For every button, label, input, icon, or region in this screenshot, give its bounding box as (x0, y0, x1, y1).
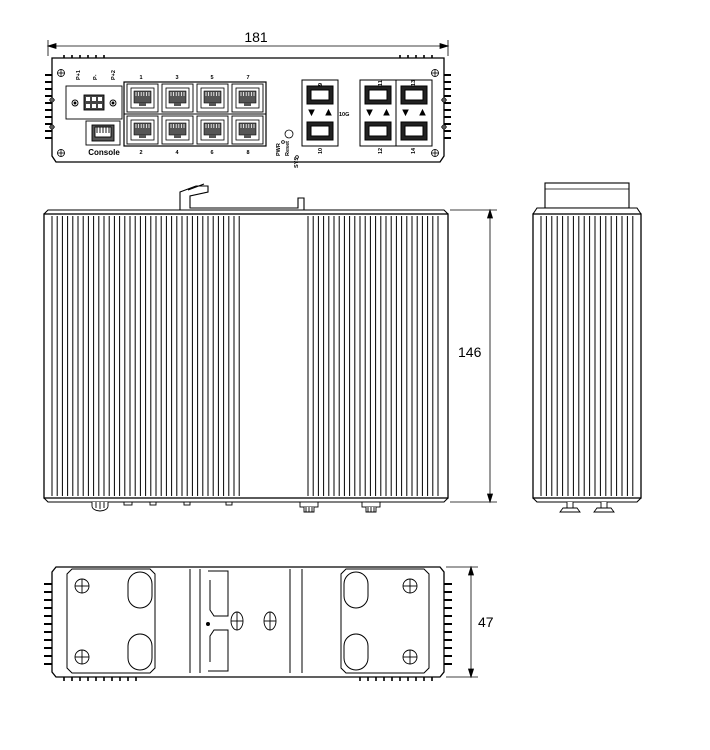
sfp-label-13: 13 (411, 80, 417, 86)
panel-fins-left (45, 74, 52, 139)
console-port (85, 120, 121, 146)
rj45-port (161, 115, 194, 145)
rj45-port (161, 83, 194, 113)
sfp-label-14: 14 (411, 147, 417, 154)
side-fins (51, 216, 439, 496)
sfp-label-11: 11 (378, 80, 384, 86)
depth-label: 47 (478, 614, 494, 630)
sys-label: SYS (294, 157, 300, 168)
side-bottom-rim (43, 497, 449, 503)
width-label: 181 (244, 29, 268, 45)
end-view (532, 182, 642, 513)
panel-fins-top (63, 55, 433, 58)
rj45-port (231, 83, 264, 113)
power-label-pminus: P- (93, 74, 99, 80)
rj45-label-8: 8 (246, 150, 249, 156)
depth-dimension (446, 565, 478, 679)
rj45-ports (126, 83, 264, 145)
end-bottom-rim (532, 497, 642, 503)
power-label-p1: P+1 (76, 70, 82, 80)
rj45-label-6: 6 (210, 150, 213, 156)
side-bottom-connectors (91, 501, 381, 513)
sfp-10g-label: 10G (339, 112, 349, 118)
bottom-screws (74, 578, 418, 665)
mounting-plate-left (66, 568, 156, 674)
rj45-label-4: 4 (175, 150, 179, 156)
sfp-10g-cage (301, 79, 339, 147)
panel-fins-right (444, 74, 451, 139)
end-fins (540, 216, 634, 496)
side-top-rim (43, 209, 449, 215)
pwr-label: PWR (276, 143, 282, 156)
bottom-din-clip (189, 569, 303, 673)
bottom-fins-right (444, 583, 452, 665)
end-top-rim (532, 207, 642, 215)
end-body (532, 213, 642, 499)
rj45-label-7: 7 (246, 75, 249, 81)
console-label: Console (88, 148, 120, 157)
rj45-label-1: 1 (139, 75, 142, 81)
rj45-label-3: 3 (175, 75, 178, 81)
height-label: 146 (458, 344, 482, 360)
rj45-label-2: 2 (139, 150, 142, 156)
rj45-port (196, 83, 229, 113)
rj45-port (126, 115, 159, 145)
sfp-cage (359, 79, 433, 147)
power-terminal-block (65, 85, 123, 120)
sfp-label-10: 10 (318, 148, 324, 154)
din-clip (179, 185, 305, 210)
mounting-plate-right (340, 568, 430, 674)
rj45-label-5: 5 (210, 75, 213, 81)
bottom-fins-left (44, 583, 52, 665)
sfp-label-9: 9 (318, 83, 324, 86)
side-view: 146 (43, 183, 497, 513)
sfp-label-12: 12 (378, 148, 384, 154)
reset-label: Reset (285, 141, 291, 156)
status-leds (281, 129, 299, 159)
end-din-rail (544, 182, 630, 209)
front-panel-view: 181 (45, 29, 451, 168)
bottom-fins-edge (63, 677, 433, 681)
corner-screws (49, 69, 447, 157)
rj45-port (231, 115, 264, 145)
rj45-port (196, 115, 229, 145)
end-bottom-connectors (559, 502, 615, 513)
side-body (43, 213, 449, 499)
rj45-port (126, 83, 159, 113)
height-dimension (450, 208, 497, 504)
power-label-p2: P+2 (111, 70, 117, 80)
width-dimension (46, 40, 450, 56)
bottom-view: 47 (44, 565, 494, 681)
